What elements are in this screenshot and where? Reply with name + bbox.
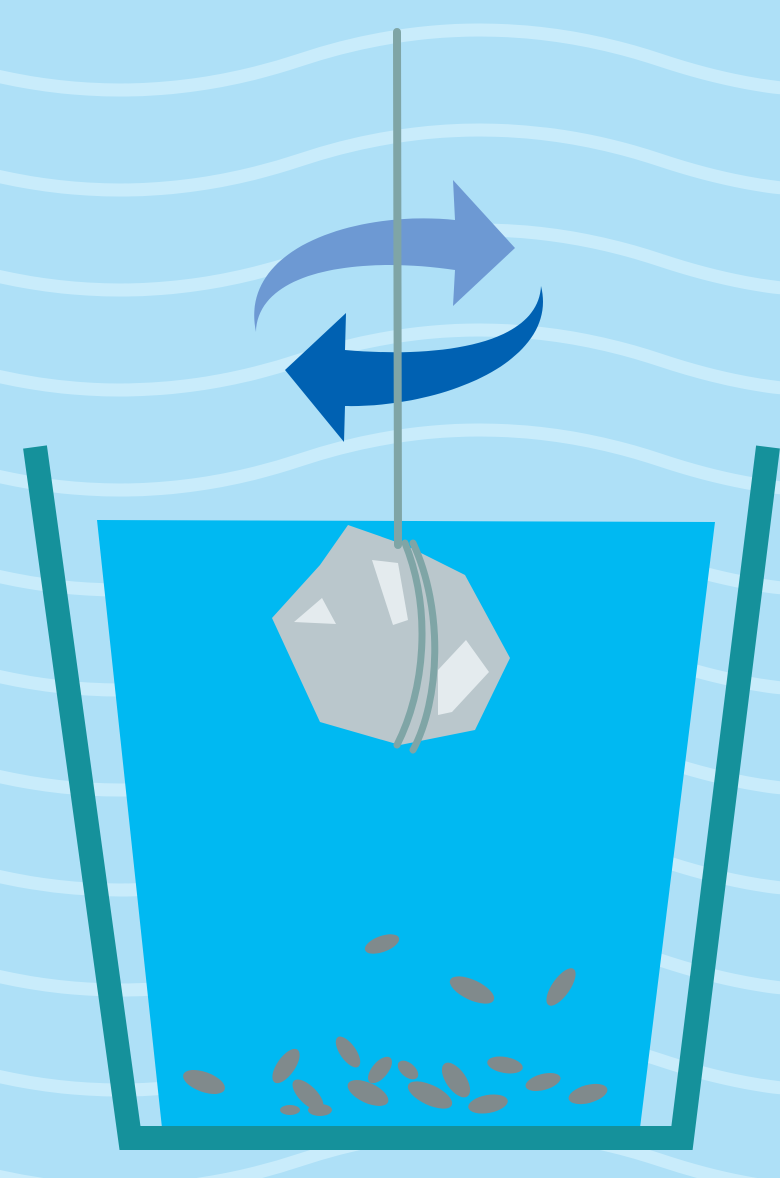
string <box>397 32 398 545</box>
sediment-particle-icon <box>280 1105 300 1115</box>
sediment-particle-icon <box>308 1104 332 1116</box>
